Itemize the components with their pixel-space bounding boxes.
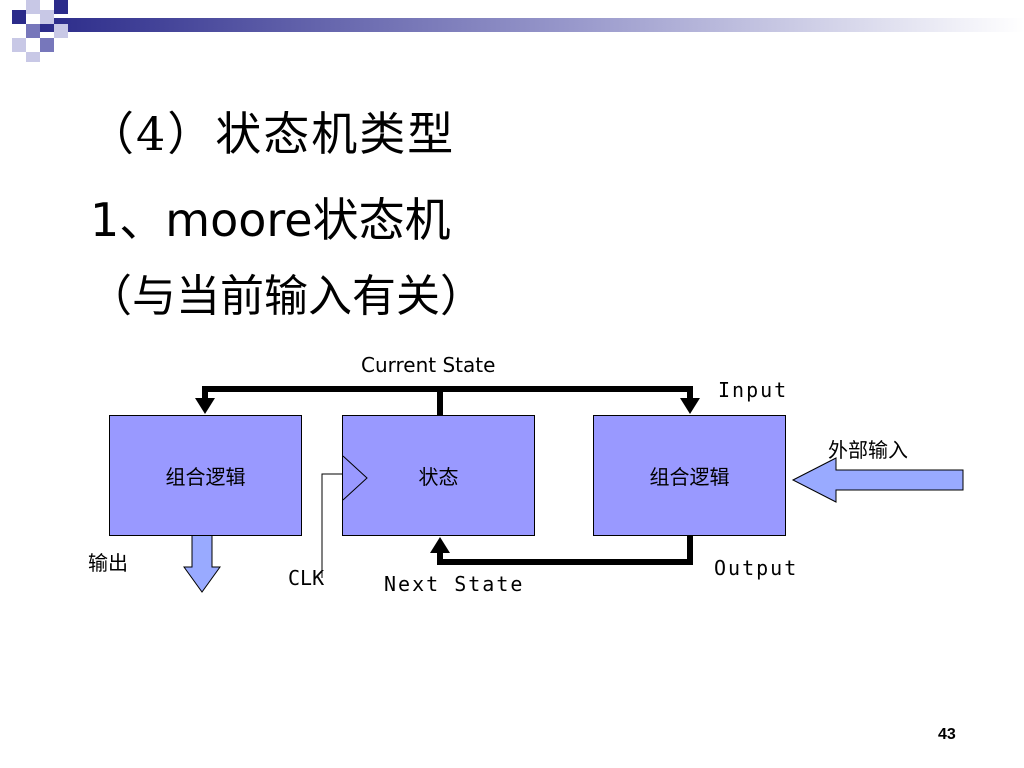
deco-square (40, 10, 54, 24)
slide-note: （与当前输入有关） (88, 271, 484, 322)
output-cn-label: 输出 (88, 551, 128, 575)
block-label: 状态 (418, 465, 459, 489)
deco-square (40, 38, 54, 52)
block-label: 组合逻辑 (165, 465, 246, 489)
deco-square (54, 0, 68, 14)
external-input-arrow (791, 457, 964, 503)
slide-title: （4）状态机类型 (88, 107, 456, 161)
arrow-to-left-block (195, 398, 215, 414)
deco-square (54, 24, 68, 38)
current-state-label: Current State (361, 353, 496, 377)
arrow-to-right-block (680, 398, 700, 414)
next-state-label: Next State (384, 572, 525, 596)
deco-square (26, 24, 40, 38)
deco-square (26, 52, 40, 62)
header-gradient-bar (40, 18, 1024, 32)
combinational-logic-left: 组合逻辑 (109, 415, 302, 536)
arrow-to-state-block (430, 537, 450, 553)
deco-square (12, 38, 26, 52)
state-register: 状态 (342, 415, 535, 536)
input-label: Input (718, 378, 789, 402)
current-state-bus (202, 386, 693, 415)
current-state-wire (202, 386, 693, 398)
slide-subtitle: 1、moore状态机 (90, 193, 451, 247)
clk-wire (321, 473, 342, 578)
next-state-bus (437, 535, 693, 565)
header-decoration (12, 0, 1024, 62)
next-state-wire (437, 535, 693, 565)
page-number: 43 (938, 726, 956, 743)
combinational-logic-right: 组合逻辑 (593, 415, 786, 536)
deco-square (12, 10, 26, 24)
clock-triangle (342, 455, 368, 501)
deco-square (26, 0, 40, 14)
clk-label: CLK (288, 566, 325, 590)
output-label: Output (714, 556, 799, 580)
external-input-label: 外部输入 (828, 438, 908, 462)
block-label: 组合逻辑 (649, 465, 730, 489)
